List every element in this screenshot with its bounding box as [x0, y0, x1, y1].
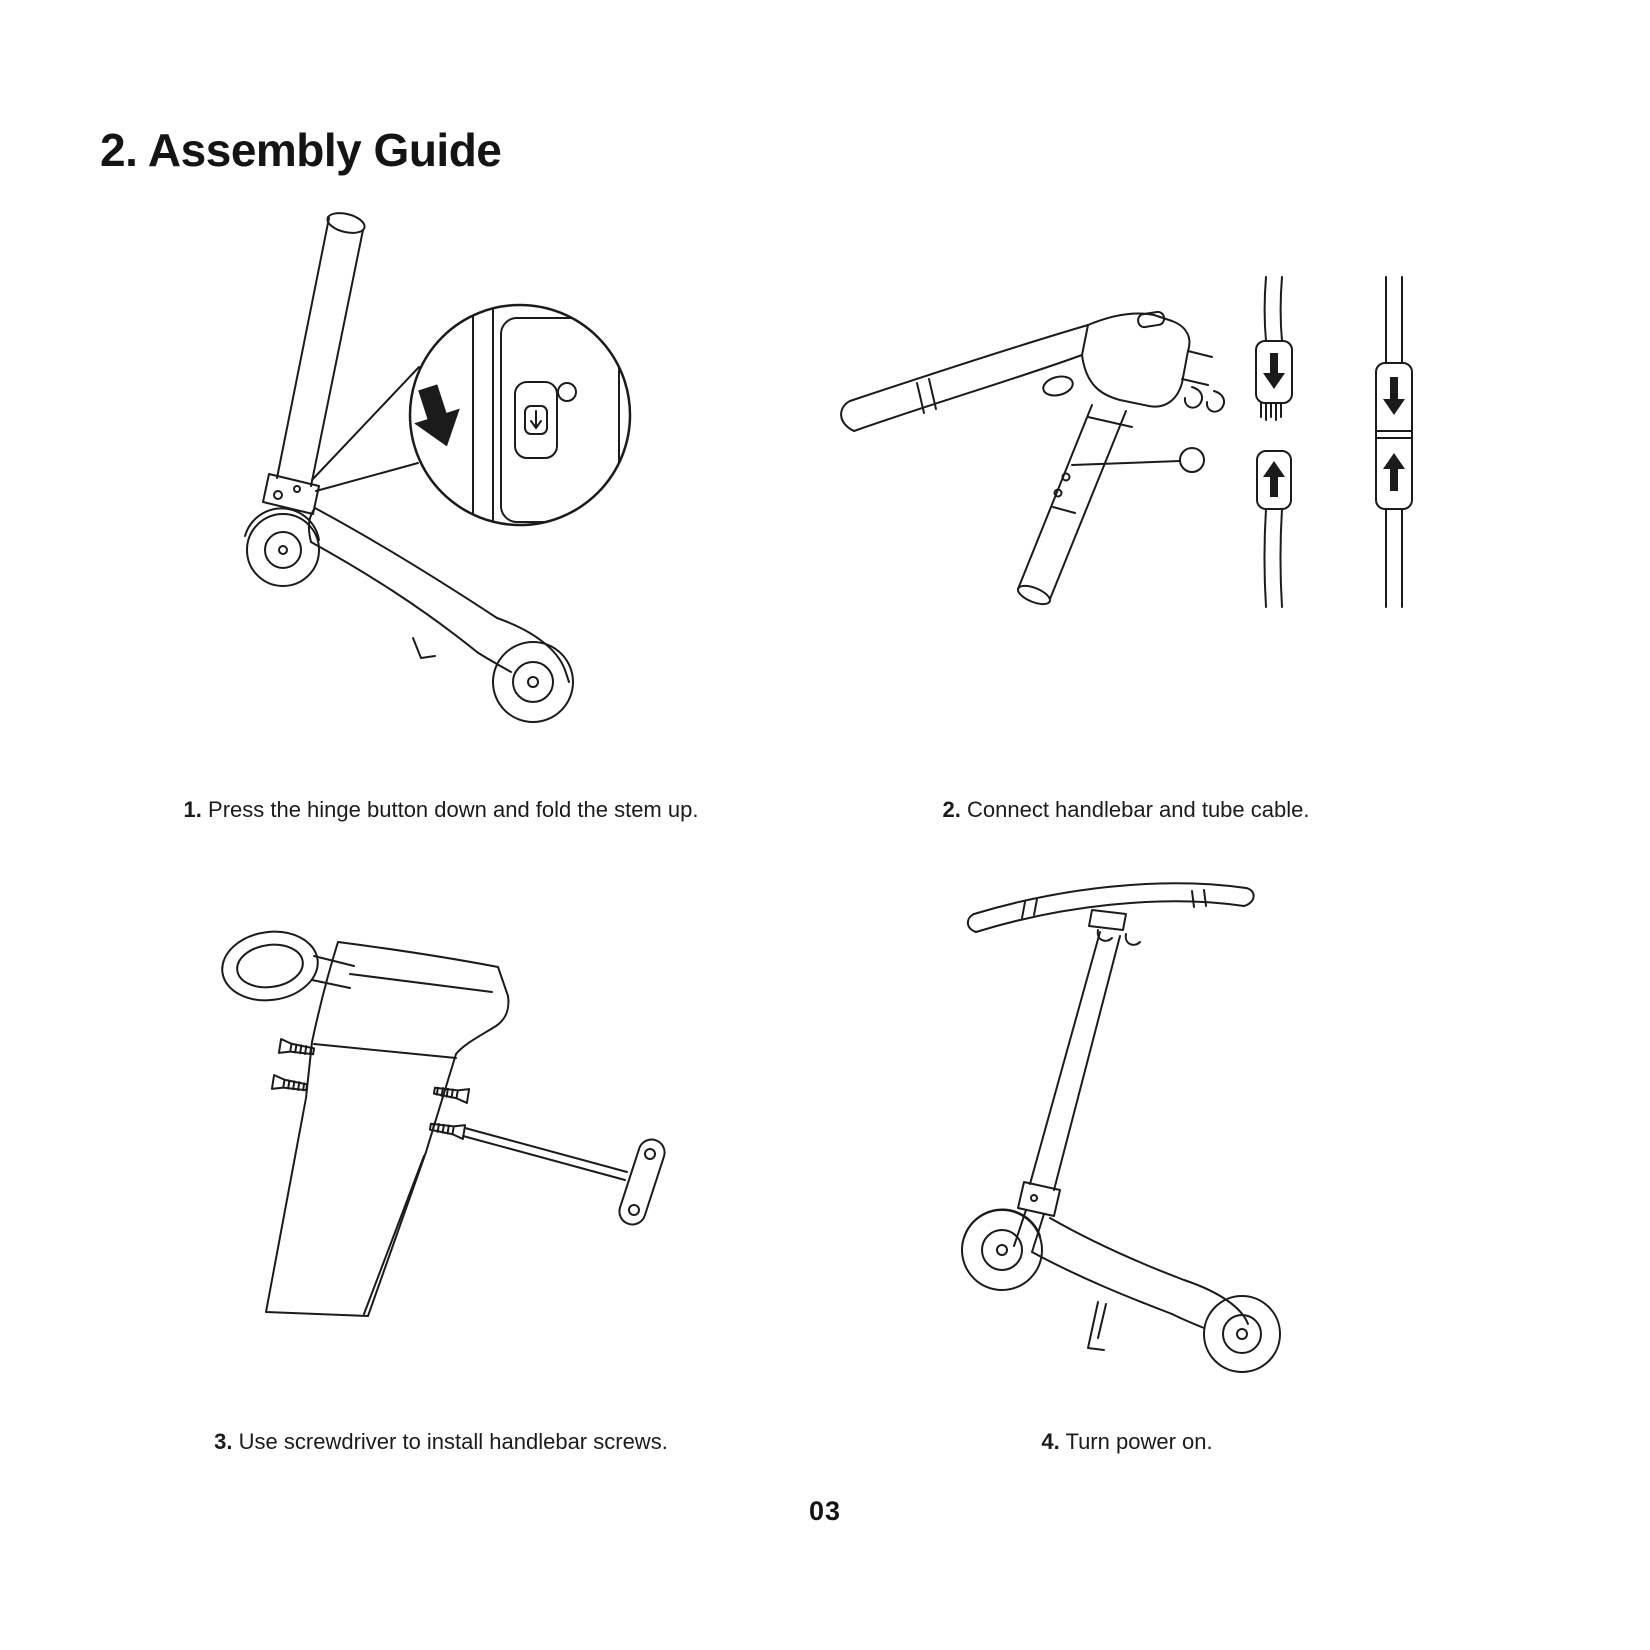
kickstand: [1087, 1301, 1105, 1351]
cable-hook: [1183, 386, 1204, 409]
screw-installation-illustration: [221, 930, 666, 1317]
step-3-figure: [210, 920, 710, 1340]
magnifier-circle: [408, 303, 632, 527]
step-4-text: Turn power on.: [1059, 1429, 1213, 1454]
rear-fender: [1183, 1279, 1249, 1325]
screwdriver-drawing: [462, 1127, 666, 1226]
front-fender: [963, 1208, 1041, 1239]
front-fender: [244, 507, 320, 541]
assembled-scooter-drawing: [961, 882, 1281, 1373]
kickstand: [412, 637, 436, 659]
magnifier-callout: [311, 303, 632, 527]
stem-drawing: [221, 930, 510, 1317]
step-4-caption: 4. Turn power on.: [867, 1427, 1387, 1458]
step-4-number: 4.: [1041, 1429, 1060, 1454]
down-arrow-icon: [1383, 377, 1405, 415]
step-1-figure: [215, 190, 735, 750]
up-arrow-icon: [1263, 461, 1285, 497]
assembled-scooter-illustration: [961, 882, 1281, 1373]
step-1-caption: 1. Press the hinge button down and fold …: [101, 795, 781, 826]
cable-connector-joined: [1375, 276, 1413, 608]
handlebar-cable-illustration: [840, 276, 1413, 608]
folded-scooter-drawing: [244, 212, 574, 723]
step-2-number: 2.: [942, 797, 961, 822]
handlebar-drawing: [840, 310, 1226, 606]
step-1-text: Press the hinge button down and fold the…: [201, 797, 699, 822]
callout-dot: [1179, 447, 1205, 473]
step-2-figure: [820, 255, 1440, 635]
page-title: 2. Assembly Guide: [100, 123, 502, 176]
step-3-text: Use screwdriver to install handlebar scr…: [232, 1429, 668, 1454]
down-arrow-icon: [1263, 353, 1285, 389]
step-4-figure: [930, 860, 1330, 1380]
hinge-button: [514, 381, 558, 459]
step-3-caption: 3. Use screwdriver to install handlebar …: [101, 1427, 781, 1458]
page-number: 03: [808, 1496, 842, 1526]
screw-icon: [277, 1038, 316, 1060]
screw-icon: [432, 1082, 471, 1104]
screw-icon: [270, 1074, 309, 1096]
step-2-text: Connect handlebar and tube cable.: [960, 797, 1310, 822]
step-3-number: 3.: [214, 1429, 233, 1454]
up-arrow-icon: [1383, 453, 1405, 491]
step-1-number: 1.: [183, 797, 202, 822]
cable-hook: [1205, 390, 1226, 413]
folded-scooter-illustration: [244, 212, 632, 723]
step-2-caption: 2. Connect handlebar and tube cable.: [866, 795, 1386, 826]
cable-connector-separated: [1255, 276, 1293, 608]
press-down-arrow-icon: [414, 384, 460, 447]
